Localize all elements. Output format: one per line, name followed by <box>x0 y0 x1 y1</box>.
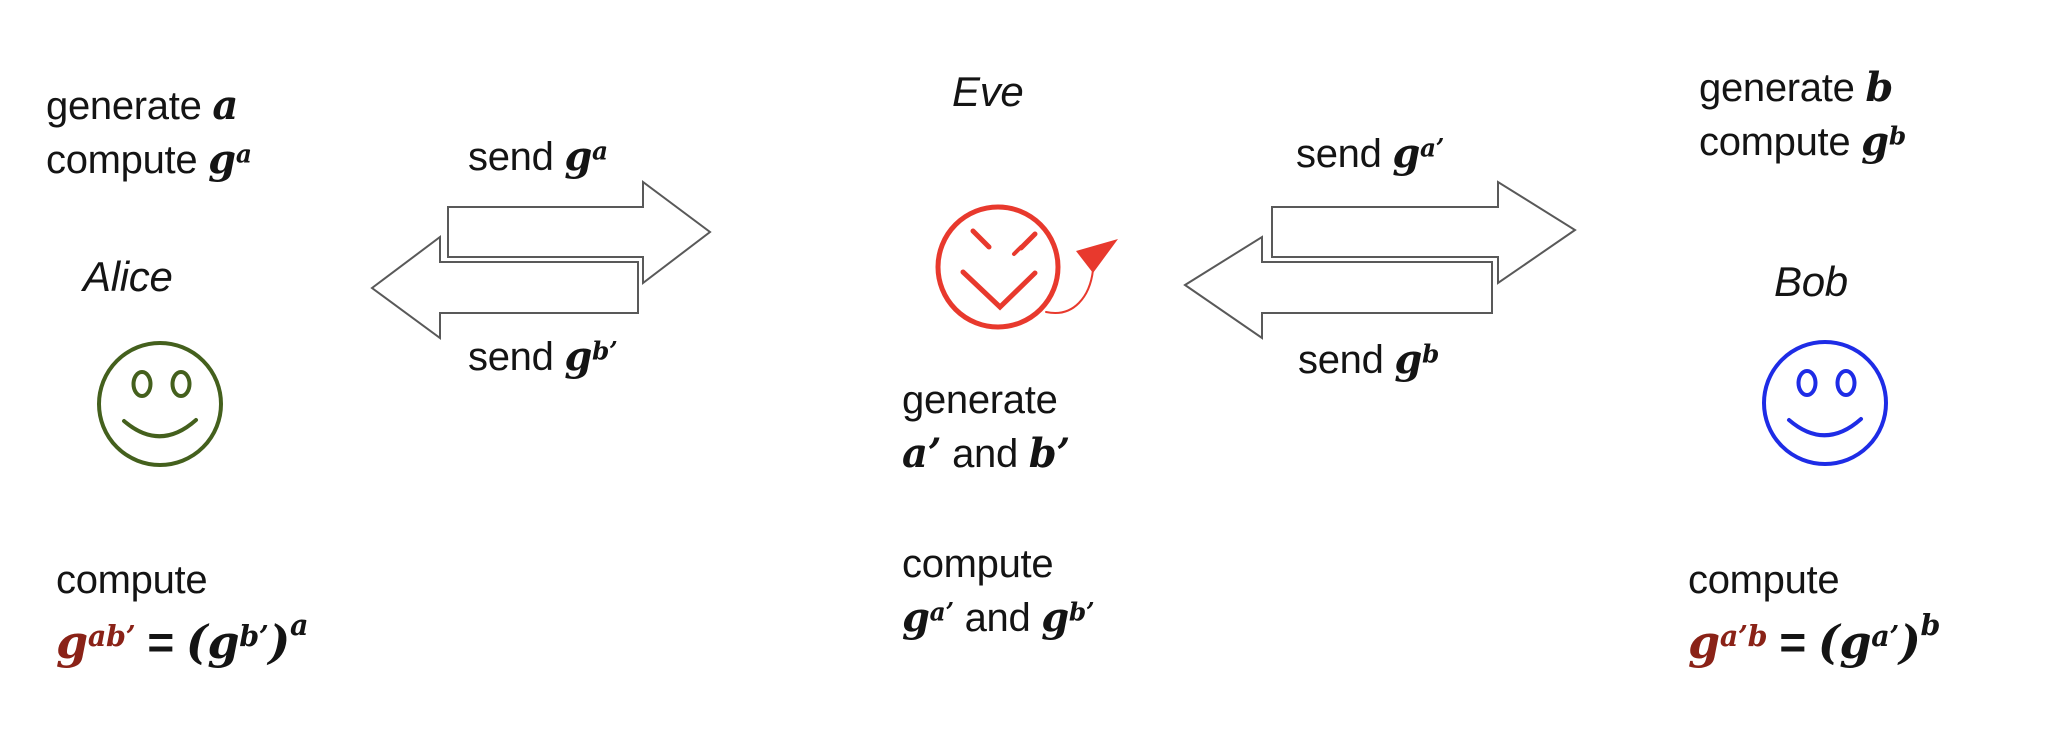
close-paren: ) <box>1899 615 1921 669</box>
label-send-gb: send gb <box>1298 336 1440 383</box>
eve-generate-line1: generate <box>902 378 1058 422</box>
alice-left-eye <box>131 370 153 398</box>
open-paren: ( <box>185 615 208 669</box>
bob-right-eye <box>1835 369 1857 397</box>
eve-name: Eve <box>952 68 1024 115</box>
alice-compute-prefix: compute <box>46 138 209 182</box>
eve-generate-text: generate a’ and b’ <box>902 374 1070 481</box>
bob-keygen-text: generate b compute gb <box>1699 61 1906 169</box>
alice-compute-base: g <box>208 136 236 183</box>
equals-sign: = <box>147 616 174 668</box>
eve-face-outline <box>935 204 1061 330</box>
arrow-send-ga <box>447 180 712 286</box>
arrows-alice-eve <box>370 180 712 340</box>
bob-result-block: compute ga’b=(ga’)b <box>1688 554 1940 669</box>
label-send-ga-prime: send ga’ <box>1296 130 1445 177</box>
arrow-send-gb <box>1183 235 1493 340</box>
eve-tail <box>1045 269 1094 314</box>
open-paren: ( <box>1817 615 1840 669</box>
label-send-gb-prime: send gb’ <box>468 333 618 380</box>
alice-shared-key: gab’ <box>56 615 136 669</box>
bob-compute-line: compute gb <box>1699 118 1906 165</box>
alice-keygen-text: generate a compute ga <box>46 79 252 187</box>
bob-shared-key: ga’b <box>1688 615 1768 669</box>
eve-compute-text: compute ga’ and gb’ <box>902 538 1095 645</box>
eve-left-eye <box>970 228 992 250</box>
bob-left-eye <box>1796 369 1818 397</box>
eve-mouth <box>960 269 1038 311</box>
eve-tail-arrowhead <box>1076 239 1118 273</box>
alice-right-eye <box>170 370 192 398</box>
bob-result-label: compute <box>1688 558 1840 602</box>
eve-right-eye <box>1018 231 1038 251</box>
bob-result-formula: ga’b=(ga’)b <box>1688 608 1941 669</box>
alice-smile <box>122 418 198 439</box>
eve-generate-line2: a’ and b’ <box>902 430 1071 477</box>
bob-smile <box>1787 417 1863 438</box>
alice-result-label: compute <box>56 558 208 602</box>
eve-compute-line1: compute <box>902 542 1054 586</box>
alice-smiley-icon <box>97 341 223 467</box>
alice-generate-line: generate a <box>46 79 252 133</box>
eve-compute-line2: ga’ and gb’ <box>902 594 1095 641</box>
eve-right-eye-tick <box>1012 245 1023 256</box>
bob-name: Bob <box>1774 258 1848 305</box>
close-paren: ) <box>268 615 291 669</box>
alice-face-outline <box>97 341 223 467</box>
alice-compute-line: compute ga <box>46 133 252 187</box>
eve-devil-icon <box>935 204 1118 330</box>
bob-generate-line: generate b <box>1699 64 1893 111</box>
alice-generate-prefix: generate <box>46 84 213 128</box>
alice-name: Alice <box>83 253 173 300</box>
arrows-eve-bob <box>1183 180 1577 340</box>
alice-result-block: compute gab’=(gb’)a <box>56 554 308 669</box>
equals-sign: = <box>1779 616 1806 668</box>
arrow-send-ga-prime <box>1271 180 1577 285</box>
bob-smiley-icon <box>1762 340 1888 466</box>
arrow-send-gb-prime <box>370 235 639 340</box>
alice-generate-var: a <box>212 82 238 129</box>
alice-result-formula: gab’=(gb’)a <box>56 608 309 669</box>
bob-face-outline <box>1762 340 1888 466</box>
label-send-ga: send ga <box>468 133 608 180</box>
alice-compute-sup: a <box>235 139 252 169</box>
